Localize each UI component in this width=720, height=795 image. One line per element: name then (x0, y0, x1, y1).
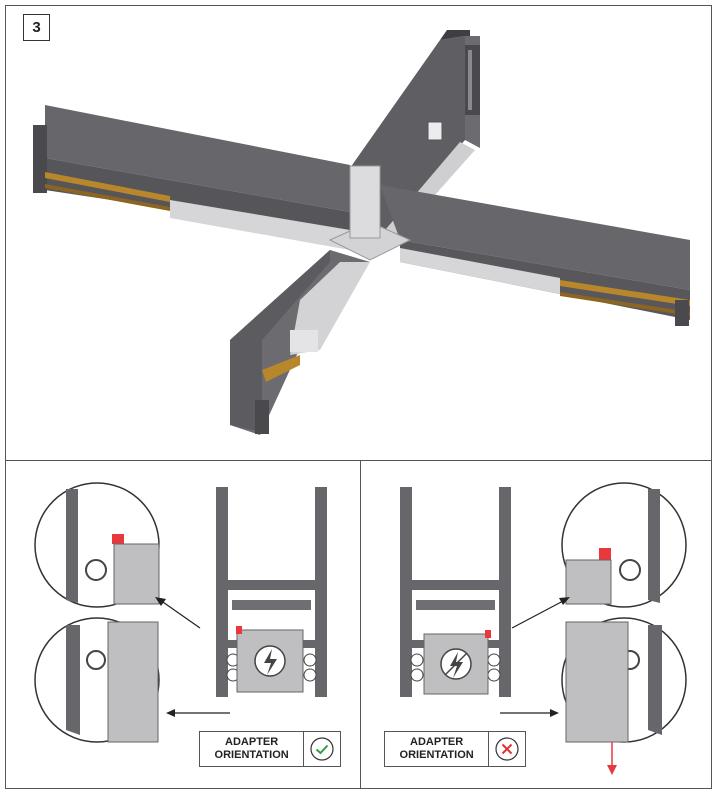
magnifier-top-incorrect (561, 482, 687, 608)
incorrect-label-text: ADAPTER ORIENTATION (385, 732, 490, 766)
incorrect-label-line1: ADAPTER (410, 736, 464, 748)
magnifier-top-correct (34, 482, 160, 608)
profile-section-correct (216, 487, 327, 697)
correct-orientation-label: ADAPTER ORIENTATION (199, 731, 341, 767)
panel-divider-horizontal (5, 460, 712, 461)
correct-label-text: ADAPTER ORIENTATION (200, 732, 305, 766)
cross-circle-icon (489, 732, 525, 766)
correct-label-line1: ADAPTER (225, 736, 279, 748)
correct-label-line2: ORIENTATION (214, 749, 289, 761)
magnifier-bottom-correct (34, 617, 160, 743)
step-number-badge: 3 (23, 14, 50, 41)
incorrect-orientation-label: ADAPTER ORIENTATION (384, 731, 526, 767)
profile-section-incorrect (400, 487, 511, 697)
incorrect-label-line2: ORIENTATION (399, 749, 474, 761)
magnifier-bottom-incorrect (561, 617, 687, 775)
panel-divider-vertical (360, 460, 361, 789)
diagram-frame (5, 5, 712, 789)
check-circle-icon (304, 732, 340, 766)
cross-connector-illustration (33, 30, 690, 435)
